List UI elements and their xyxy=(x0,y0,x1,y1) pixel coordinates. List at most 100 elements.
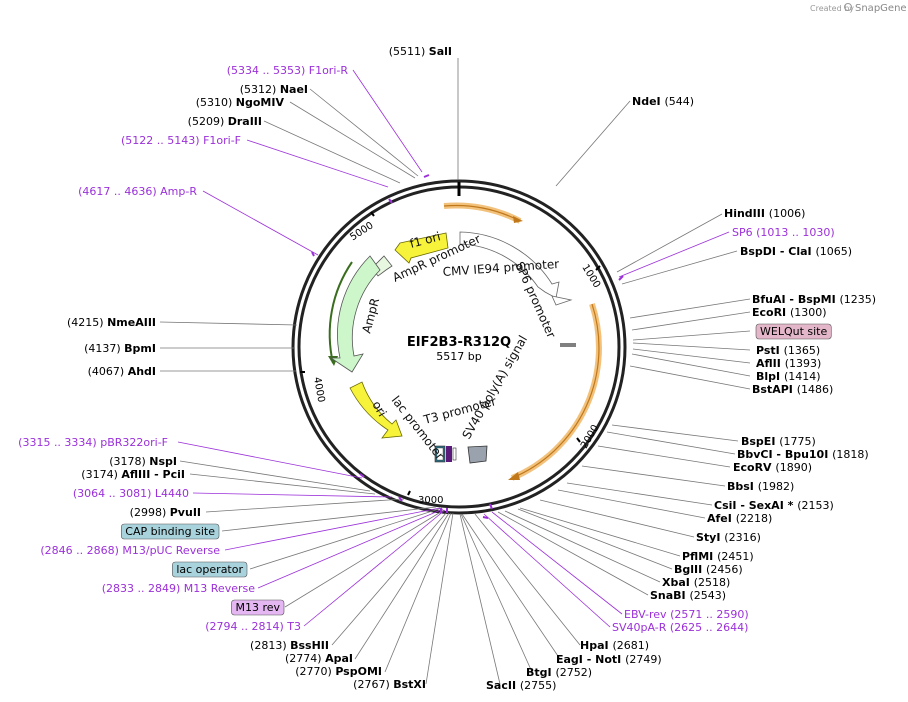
snapgene-logo-icon xyxy=(844,3,852,11)
site-nspi: (3178) NspI xyxy=(109,455,177,468)
site-name: SalI xyxy=(429,45,452,58)
site-pflmi: PflMI (2451) xyxy=(682,550,754,563)
leader-blpi xyxy=(631,353,751,377)
leader-sv40pa-r xyxy=(483,513,611,628)
site-pos: (4215) xyxy=(67,316,107,329)
primer-mark-ebv xyxy=(489,503,493,510)
site-name: Amp-R xyxy=(160,185,197,198)
leader-snabi xyxy=(497,511,649,596)
site-name: NgoMIV xyxy=(236,96,285,109)
leader-bbvci xyxy=(606,431,736,455)
site-ecorv: EcoRV (1890) xyxy=(733,461,812,474)
site-pos: (2681) xyxy=(612,639,649,652)
site-box-m13-rev xyxy=(231,599,285,616)
site-label-sali: (5511) SalI xyxy=(389,45,452,58)
site-nmeaiii: (4215) NmeAIII xyxy=(67,316,156,329)
site-name: HindIII xyxy=(724,207,769,220)
site-name: BbsI xyxy=(727,480,758,493)
site-bspei: BspEI (1775) xyxy=(741,435,816,448)
site-ecori: EcoRI (1300) xyxy=(752,306,827,319)
tick-1000-mark xyxy=(595,265,601,271)
primer-mark-amp-r xyxy=(311,251,315,257)
site-pos: (5310) xyxy=(196,96,236,109)
leader-m13-rev xyxy=(284,509,445,608)
site-label-amp-r: (4617 .. 4636) Amp-R xyxy=(78,185,197,198)
site-ndei: NdeI (544) xyxy=(632,95,694,108)
site-hpai: HpaI (2681) xyxy=(580,639,649,652)
site-f1ori-f: (5122 .. 5143) F1ori-F xyxy=(121,134,241,147)
leader-cap xyxy=(221,506,437,532)
site-label-btgi: BtgI (2752) xyxy=(526,666,592,679)
tick-3000-label: 3000 xyxy=(418,495,443,506)
site-name: EcoRI xyxy=(752,306,790,319)
site-name: EBV-rev xyxy=(624,608,670,621)
leader-t3 xyxy=(303,509,446,627)
site-naei: (5312) NaeI xyxy=(240,83,308,96)
site-label-bpmi: (4137) BpmI xyxy=(84,342,156,355)
site-name: BpmI xyxy=(124,342,156,355)
site-pos: (1006) xyxy=(769,207,806,220)
site-ebv-rev: EBV-rev (2571 .. 2590) xyxy=(624,608,749,621)
site-btgi: BtgI (2752) xyxy=(526,666,592,679)
site-pos: (2451) xyxy=(717,550,754,563)
site-afei: AfeI (2218) xyxy=(707,512,772,525)
site-name: SnaBI xyxy=(650,589,689,602)
site-aflii: AflII (1393) xyxy=(756,357,821,370)
site-label-pspomi: (2770) PspOMI xyxy=(295,665,382,678)
leader-pspomi xyxy=(384,512,452,673)
site-f1ori-r: (5334 .. 5353) F1ori-R xyxy=(227,64,349,77)
site-pos: (2571 .. 2590) xyxy=(670,608,749,621)
site-name: SacII xyxy=(486,679,520,692)
site-label-m13-rev: M13 rev xyxy=(235,601,280,614)
leader-nspi xyxy=(179,460,371,492)
site-name: SP6 xyxy=(732,226,756,239)
site-pos: (1818) xyxy=(832,448,869,461)
site-pos: (1890) xyxy=(775,461,812,474)
site-pspomi: (2770) PspOMI xyxy=(295,665,382,678)
leader-draiii xyxy=(263,120,401,184)
site-label-draiii: (5209) DraIII xyxy=(188,115,262,128)
arc-right-line xyxy=(511,303,600,479)
site-pbr322ori-f: (3315 .. 3334) pBR322ori-F xyxy=(18,436,168,449)
leader-m13-reverse xyxy=(257,508,444,589)
site-pos: (2752) xyxy=(555,666,592,679)
arc-top-arrowhead xyxy=(513,216,523,223)
site-name: AflII xyxy=(756,357,785,370)
site-name: NmeAIII xyxy=(107,316,156,329)
site-pos: (4617 .. 4636) xyxy=(78,185,160,198)
primer-mark-sv40 xyxy=(482,516,489,519)
leader-ecori xyxy=(631,311,751,331)
site-pos: (1365) xyxy=(784,344,821,357)
lac-operator-box xyxy=(436,447,444,461)
site-m13-rev: M13 rev xyxy=(231,599,285,616)
ampr-label: AmpR xyxy=(359,297,382,335)
site-pos: (4137) xyxy=(84,342,124,355)
site-label-sacii: SacII (2755) xyxy=(486,679,556,692)
site-pos: (1013 .. 1030) xyxy=(756,226,835,239)
leader-claI xyxy=(621,250,738,285)
leader-pbr322ori-f xyxy=(177,441,363,479)
site-label-xbai: XbaI (2518) xyxy=(662,576,730,589)
site-label-welqut-site: WELQut site xyxy=(760,325,827,338)
site-name: AflIII - PciI xyxy=(121,468,185,481)
leader-f1ori-f xyxy=(246,139,389,188)
arc-left-green xyxy=(328,261,353,364)
leader-xbai xyxy=(504,510,661,583)
ori-label: ori xyxy=(369,399,389,420)
leader-bstapi xyxy=(629,365,751,390)
site-name: M13 Reverse xyxy=(184,582,255,595)
t3-promoter-box xyxy=(452,447,457,461)
site-pos: (1235) xyxy=(840,293,877,306)
site-pos: (3315 .. 3334) xyxy=(18,436,100,449)
site-name: EcoRV xyxy=(733,461,775,474)
site-name: F1ori-F xyxy=(203,134,241,147)
site-label-hindiii: HindIII (1006) xyxy=(724,207,805,220)
tick-3000-mark xyxy=(407,490,411,496)
site-bsshii: (2813) BssHII xyxy=(250,639,329,652)
cut-site-markers xyxy=(560,343,576,347)
site-bpmi: (4137) BpmI xyxy=(84,342,156,355)
leader-afei xyxy=(557,489,706,519)
site-pos: (544) xyxy=(664,95,694,108)
site-label-styi: StyI (2316) xyxy=(696,531,761,544)
ampr-feature xyxy=(329,255,381,373)
